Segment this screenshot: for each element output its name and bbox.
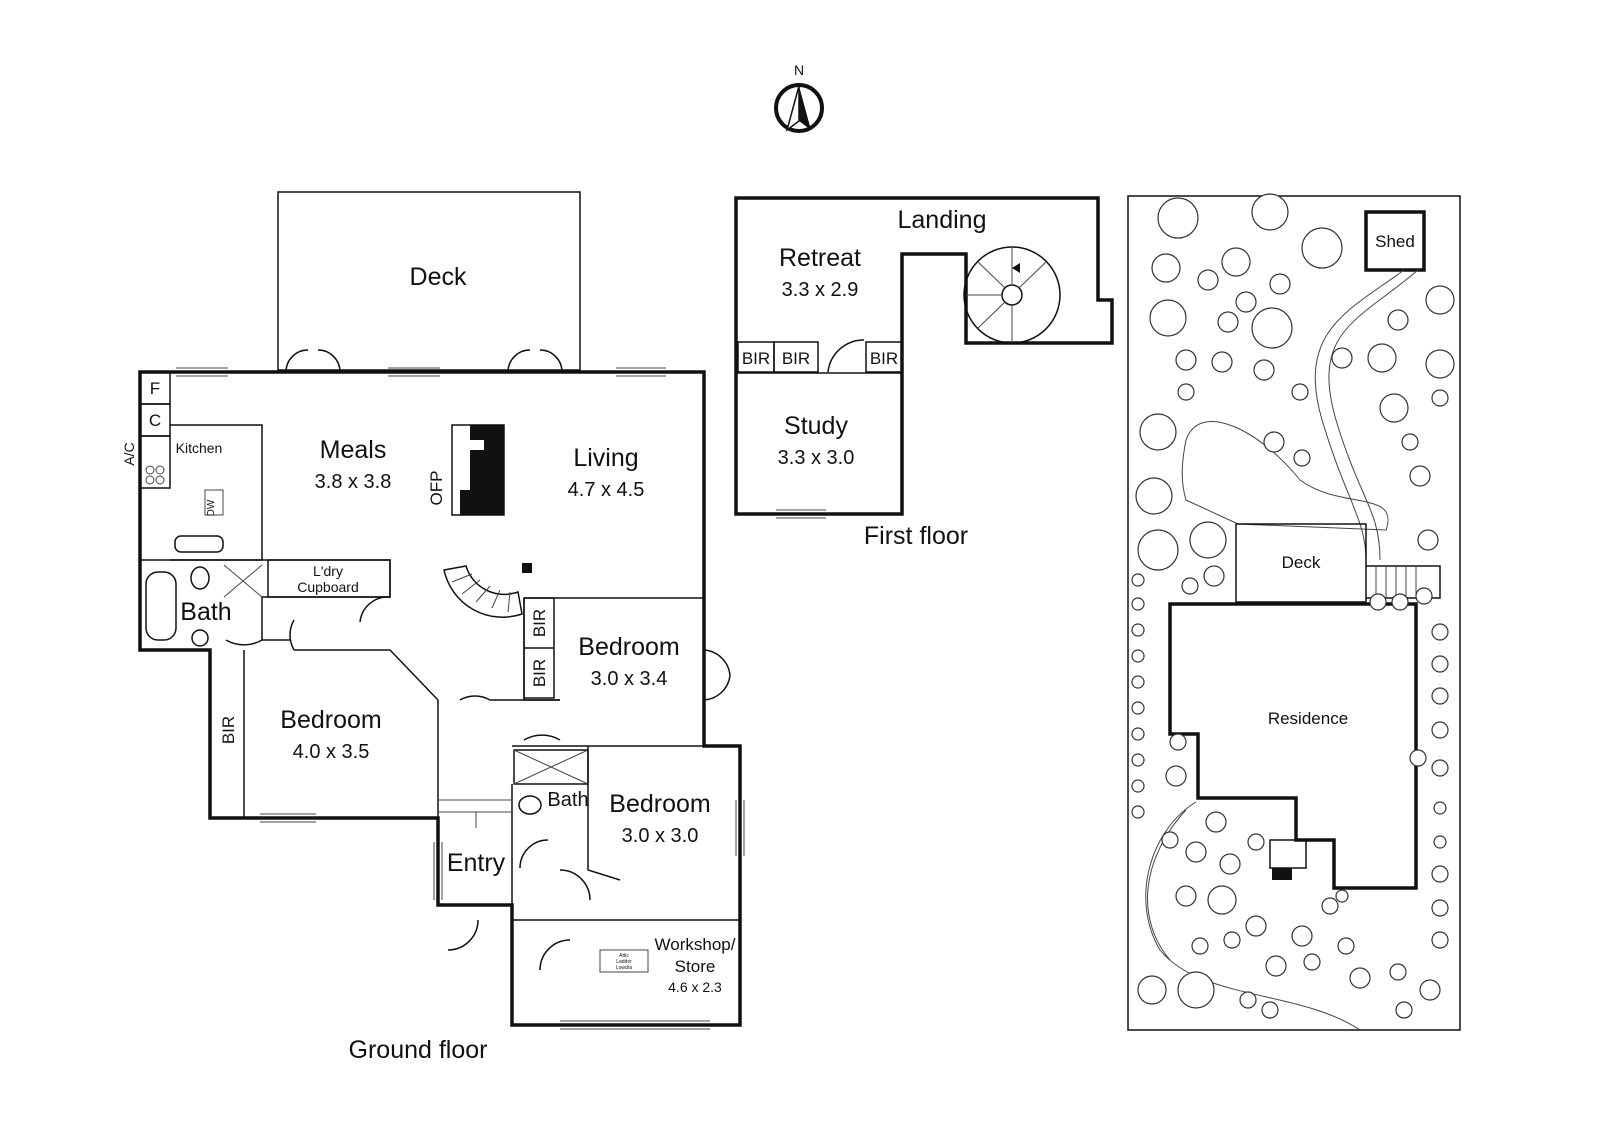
bedroom-label: Bedroom — [578, 633, 679, 661]
site-deck — [1235, 523, 1367, 603]
deck-area — [277, 191, 581, 371]
ofp-label: OFP — [427, 471, 446, 506]
store-label: Store — [675, 957, 716, 976]
ac-label: A/C — [121, 442, 137, 465]
retreat-label: Retreat — [779, 244, 861, 272]
living-label: Living — [573, 444, 638, 472]
attic-label: Attic — [619, 953, 629, 959]
residence-outline — [1168, 602, 1418, 890]
laundry-label: L'dry — [313, 563, 343, 579]
shed-label: Shed — [1375, 232, 1415, 251]
fridge-label: F — [150, 379, 160, 398]
bedroom-size: 4.0 x 3.5 — [293, 741, 370, 763]
entry-label: Entry — [447, 849, 506, 877]
landing-label: Landing — [898, 206, 987, 234]
dw-label: DW — [206, 499, 217, 516]
deck-label: Deck — [410, 263, 467, 291]
meals-size: 3.8 x 3.8 — [315, 471, 392, 493]
bir-label: BIR — [219, 716, 238, 744]
site-boundary — [1127, 195, 1461, 1031]
bir-label: BIR — [870, 349, 898, 368]
residence-label: Residence — [1268, 709, 1348, 728]
bir-label: BIR — [530, 609, 549, 637]
cupboard-label: C — [149, 411, 161, 430]
bir-label: BIR — [530, 659, 549, 687]
study-size: 3.3 x 3.0 — [778, 447, 855, 469]
living-size: 4.7 x 4.5 — [568, 479, 645, 501]
workshop-size: 4.6 x 2.3 — [668, 979, 722, 995]
site-plan: Shed Deck Residence — [1127, 193, 1461, 1031]
study-label: Study — [784, 412, 848, 440]
bedroom-size: 3.0 x 3.4 — [591, 668, 668, 690]
attic-lowdra-label: Lowdra — [616, 965, 633, 971]
meals-label: Meals — [320, 436, 387, 464]
north-compass: N — [774, 62, 824, 133]
first-floor-plan: Landing Retreat 3.3 x 2.9 BIR BIR BIR St… — [734, 196, 1114, 550]
site-deck-label: Deck — [1282, 553, 1321, 572]
bedroom-label: Bedroom — [609, 790, 710, 818]
first-floor-walls — [734, 196, 1114, 516]
attic-ladder-label: Ladder — [616, 959, 632, 965]
shed-outline — [1364, 210, 1426, 272]
site-trees — [1131, 193, 1455, 1019]
kitchen-label: Kitchen — [176, 440, 223, 456]
bedroom-label: Bedroom — [280, 706, 381, 734]
bath-label: Bath — [180, 598, 231, 626]
ground-floor-plan: Deck Meals 3.8 x 3.8 Living 4.7 x 4.5 Ki… — [121, 191, 745, 1064]
workshop-label: Workshop/ — [655, 935, 736, 954]
ground-floor-walls — [138, 370, 742, 1027]
laundry-cupboard-label: Cupboard — [297, 579, 359, 595]
first-floor-title: First floor — [864, 522, 968, 550]
retreat-size: 3.3 x 2.9 — [782, 279, 859, 301]
bir-label: BIR — [742, 349, 770, 368]
bedroom-size: 3.0 x 3.0 — [622, 825, 699, 847]
north-label: N — [794, 62, 804, 78]
ground-floor-title: Ground floor — [349, 1036, 488, 1064]
bath-label: Bath — [547, 789, 588, 811]
bir-label: BIR — [782, 349, 810, 368]
